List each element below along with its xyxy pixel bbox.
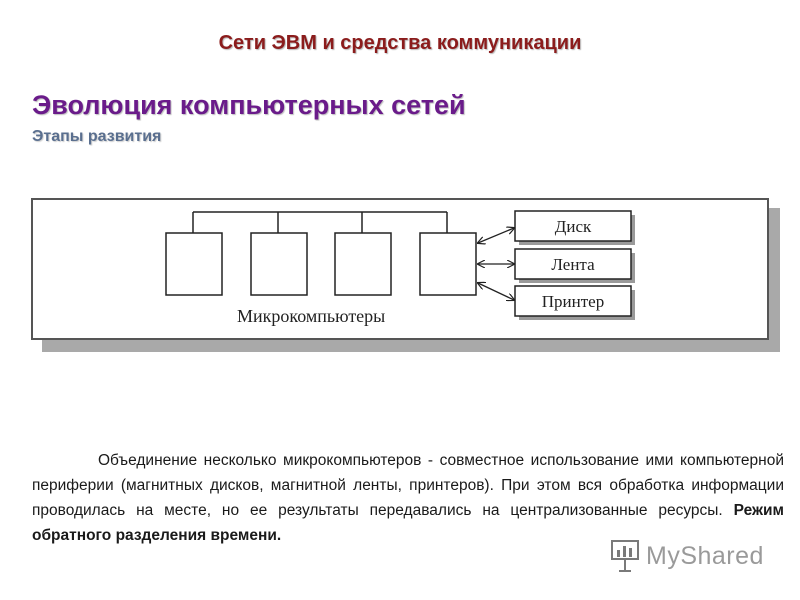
device-box-tape — [514, 248, 632, 280]
link-arrow — [478, 228, 514, 243]
link-arrow — [478, 283, 514, 300]
description-paragraph: Объединение несколько микрокомпьютеров -… — [32, 448, 784, 548]
microcomputers-label: Микрокомпьютеры — [237, 306, 385, 326]
device-box-printer — [514, 285, 632, 317]
slide-subtitle: Этапы развития — [32, 128, 162, 145]
diagram-frame — [31, 198, 769, 340]
description-emphasis: Режим обратного разделения времени. — [32, 502, 784, 544]
watermark-text: MyShared — [646, 541, 764, 570]
presentation-chart-icon — [611, 540, 639, 572]
device-label-printer: Принтер — [542, 292, 604, 311]
microcomputer-box — [334, 232, 392, 296]
microcomputer-box — [165, 232, 223, 296]
device-box-disk — [514, 210, 632, 242]
microcomputer-box — [419, 232, 477, 296]
device-label-disk: Диск — [555, 217, 592, 236]
device-label-tape: Лента — [551, 255, 595, 274]
slide-title: Эволюция компьютерных сетей — [32, 90, 466, 120]
header-title: Сети ЭВМ и средства коммуникации — [218, 32, 582, 54]
microcomputer-box — [250, 232, 308, 296]
description-text: Объединение несколько микрокомпьютеров -… — [32, 452, 784, 519]
watermark: MyShared — [610, 536, 764, 576]
